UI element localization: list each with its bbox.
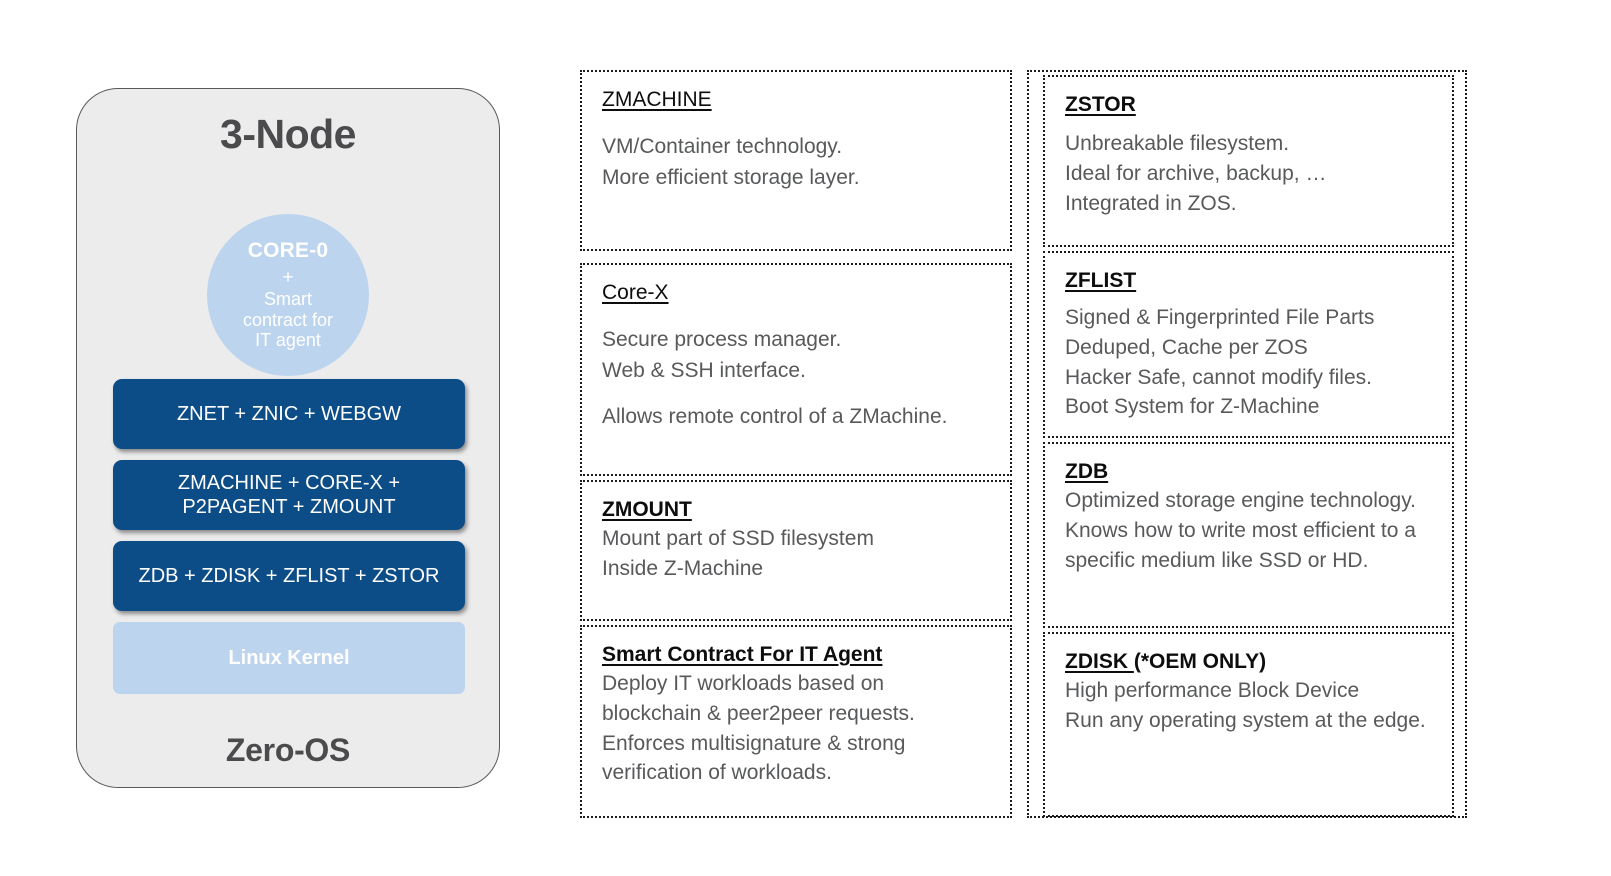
spacer [1065,119,1432,129]
layer-compute: ZMACHINE + CORE-X + P2PAGENT + ZMOUNT [113,460,465,530]
card-smart-contract-heading-row: Smart Contract For IT Agent [602,643,990,667]
core-zero-sub-line-2: contract for [242,309,334,330]
card-zmount-body: Mount part of SSD filesystem Inside Z-Ma… [602,524,990,584]
zero-os-label: Zero-OS [225,732,351,768]
card-core-x-heading-row: Core-X [602,281,990,305]
layer-network-label: ZNET + ZNIC + WEBGW [176,402,402,425]
core-zero-sub-line-1: Smart [263,289,312,310]
right-column: ZSTOR Unbreakable filesystem. Ideal for … [1027,70,1467,818]
card-smart-contract-line-3: Enforces multisignature & strong [602,731,906,755]
card-zmachine-body: VM/Container technology. More efficient … [602,132,990,194]
card-zstor-line-1: Unbreakable filesystem. [1065,132,1290,155]
card-zmount-line-1: Mount part of SSD filesystem [602,527,874,550]
card-zstor-body: Unbreakable filesystem. Ideal for archiv… [1065,129,1432,218]
card-zflist-heading-row: ZFLIST [1065,269,1432,293]
zos-layer-stack: ZNET + ZNIC + WEBGW ZMACHINE + CORE-X + … [113,379,465,694]
card-zdisk-body: High performance Block Device Run any op… [1065,676,1432,736]
layer-compute-label: ZMACHINE + CORE-X + P2PAGENT + ZMOUNT [178,471,400,520]
card-zdisk-line-1: High performance Block Device [1065,679,1360,702]
card-zdb-heading: ZDB [1065,460,1109,483]
card-smart-contract-heading: Smart Contract For IT Agent [602,643,883,666]
card-core-x: Core-X Secure process manager. Web & SSH… [580,263,1012,476]
core-zero-circle: CORE-0 + Smart contract for IT agent [207,214,369,376]
card-zmachine-heading-row: ZMACHINE [602,88,990,112]
card-zdisk-line-2: Run any operating system at the edge. [1065,708,1426,732]
card-core-x-line-2: Web & SSH interface. [602,358,806,382]
card-zflist-line-1: Signed & Fingerprinted File Parts [1065,306,1375,329]
layer-compute-label-line-1: ZMACHINE + CORE-X + [177,471,401,494]
layer-network: ZNET + ZNIC + WEBGW [113,379,465,449]
card-zflist-line-3: Hacker Safe, cannot modify files. [1065,365,1372,389]
card-zstor-line-3: Integrated in ZOS. [1065,191,1237,215]
spacer [602,307,990,325]
card-zdb-line-3: specific medium like SSD or HD. [1065,548,1369,572]
card-zdb: ZDB Optimized storage engine technology.… [1043,442,1454,628]
card-smart-contract-line-2: blockchain & peer2peer requests. [602,701,915,725]
page-title: 3-Node [220,111,356,157]
card-zflist-body: Signed & Fingerprinted File Parts Dedupe… [1065,303,1432,422]
core-zero-plus: + [282,266,294,287]
card-zstor-heading-row: ZSTOR [1065,93,1432,117]
card-zflist-heading: ZFLIST [1065,269,1137,292]
layer-linux-kernel-label: Linux Kernel [228,646,350,669]
card-zdb-body: Optimized storage engine technology. Kno… [1065,486,1432,575]
card-zmount-heading: ZMOUNT [602,498,692,521]
card-zdisk-heading-row: ZDISK (*OEM ONLY) [1065,650,1432,674]
card-zmount-heading-row: ZMOUNT [602,498,990,522]
card-core-x-body: Secure process manager. Web & SSH interf… [602,325,990,433]
card-core-x-heading: Core-X [602,281,669,304]
spacer [1065,295,1432,303]
card-smart-contract-line-4: verification of workloads. [602,761,832,785]
card-zdisk-heading-suffix: (*OEM ONLY) [1133,650,1267,673]
card-zdisk-heading: ZDISK [1065,650,1134,673]
card-smart-contract: Smart Contract For IT Agent Deploy IT wo… [580,625,1012,818]
card-zflist-line-4: Boot System for Z-Machine [1065,395,1320,419]
card-core-x-line-1: Secure process manager. [602,328,842,351]
card-smart-contract-body: Deploy IT workloads based on blockchain … [602,669,990,788]
card-zmount: ZMOUNT Mount part of SSD filesystem Insi… [580,480,1012,621]
middle-column: ZMACHINE VM/Container technology. More e… [580,70,1012,818]
three-node-card: 3-Node CORE-0 + Smart contract for IT ag… [76,88,500,788]
card-zdb-line-2: Knows how to write most efficient to a [1065,518,1416,542]
card-core-x-line-3: Allows remote control of a ZMachine. [602,404,948,428]
card-zmachine: ZMACHINE VM/Container technology. More e… [580,70,1012,251]
layer-compute-label-line-2: P2PAGENT + ZMOUNT [182,496,396,518]
card-zmachine-line-2: More efficient storage layer. [602,165,860,189]
spacer [602,114,990,132]
card-zmachine-heading: ZMACHINE [602,88,712,111]
layer-storage-label: ZDB + ZDISK + ZFLIST + ZSTOR [138,564,440,587]
card-zstor-line-2: Ideal for archive, backup, … [1065,161,1327,185]
core-zero-sub-line-3: IT agent [255,330,321,351]
card-zmachine-line-1: VM/Container technology. [602,135,843,158]
card-zflist-line-2: Deduped, Cache per ZOS [1065,335,1308,359]
spacer [602,387,990,402]
card-zdb-line-1: Optimized storage engine technology. [1065,489,1416,512]
layer-linux-kernel: Linux Kernel [113,622,465,694]
card-zmount-line-2: Inside Z-Machine [602,556,764,580]
card-zdisk: ZDISK (*OEM ONLY) High performance Block… [1043,632,1454,817]
card-smart-contract-line-1: Deploy IT workloads based on [602,672,885,695]
core-zero-label: CORE-0 [247,239,329,262]
card-zdb-heading-row: ZDB [1065,460,1432,484]
card-zstor-heading: ZSTOR [1065,93,1136,116]
card-zstor: ZSTOR Unbreakable filesystem. Ideal for … [1043,75,1454,247]
card-zflist: ZFLIST Signed & Fingerprinted File Parts… [1043,251,1454,438]
layer-storage: ZDB + ZDISK + ZFLIST + ZSTOR [113,541,465,611]
